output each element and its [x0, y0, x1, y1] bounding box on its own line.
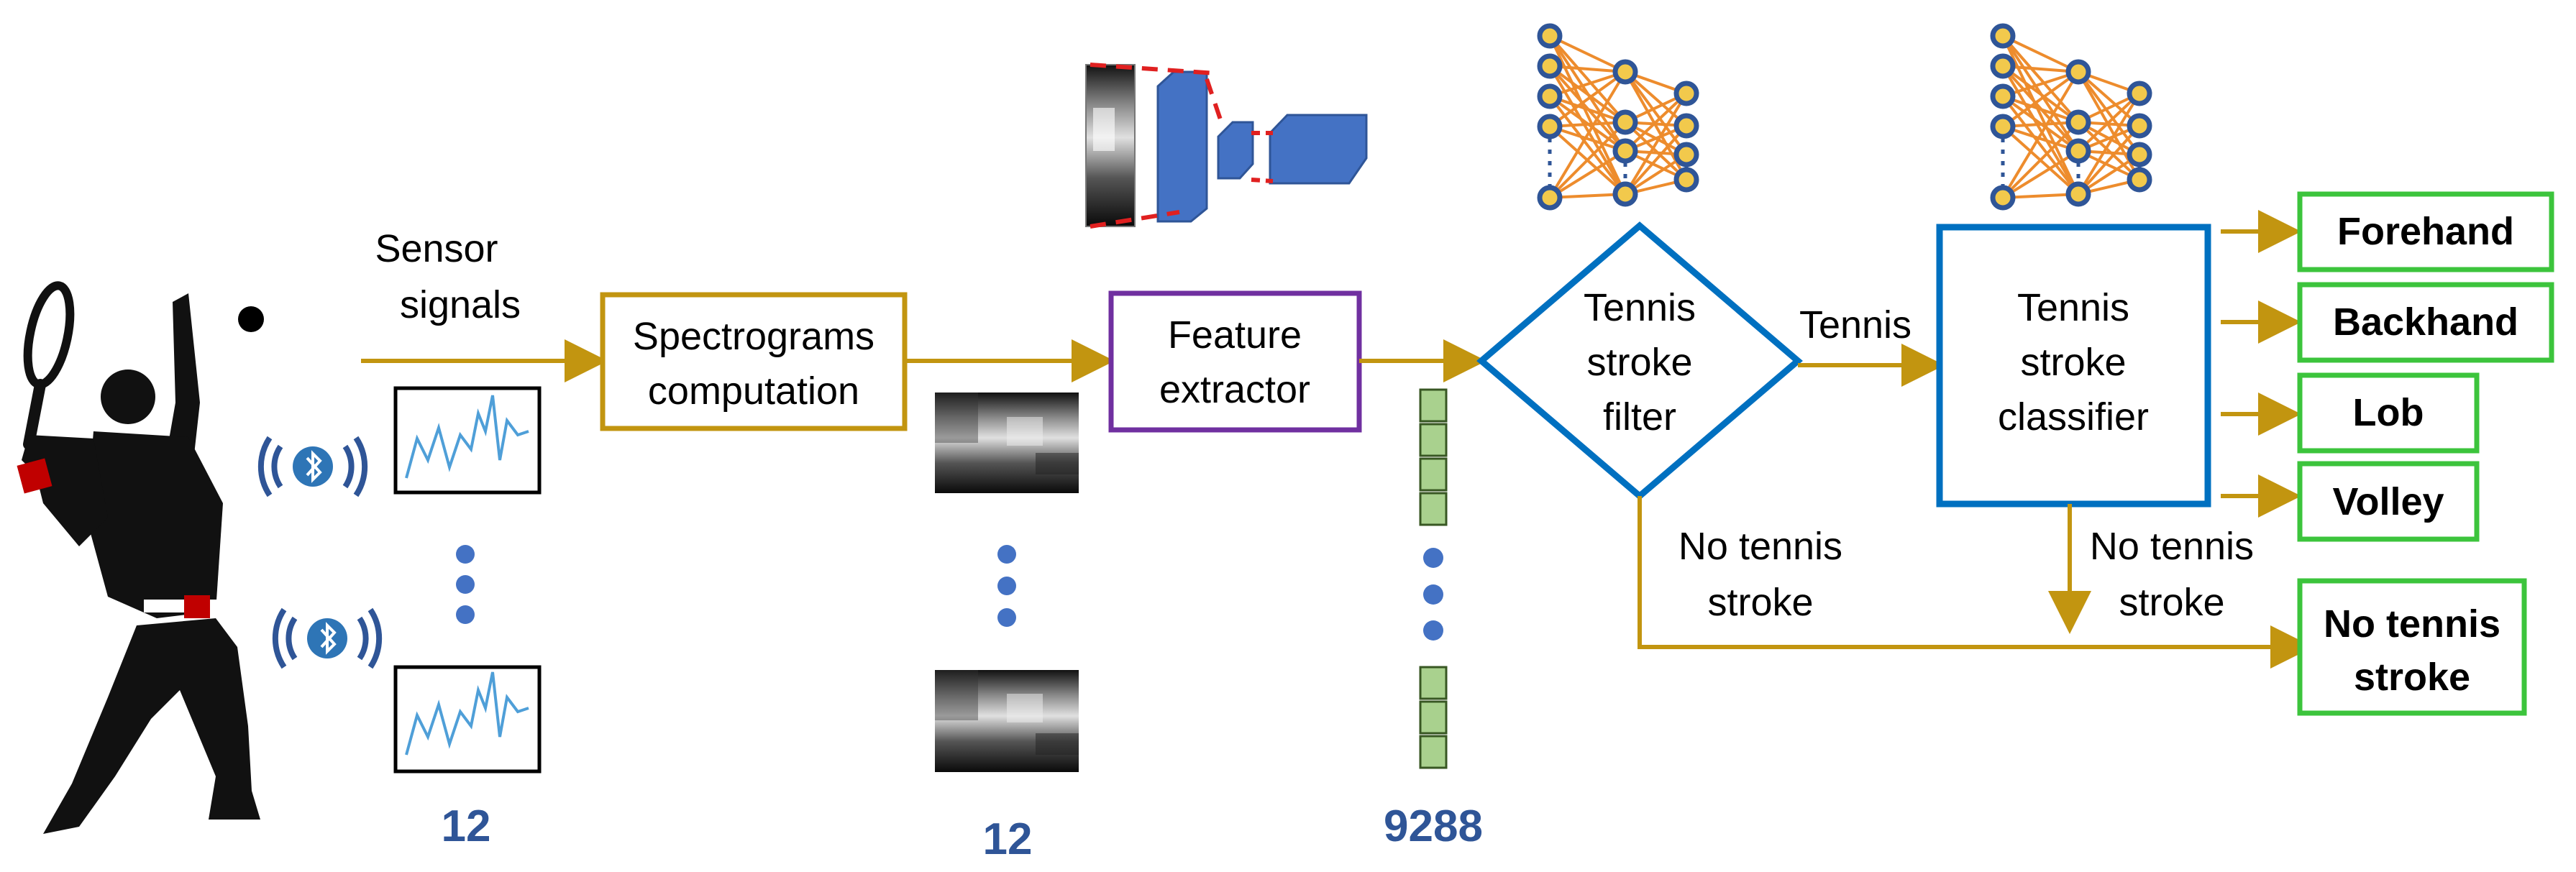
output-no-stroke-label: stroke — [2354, 656, 2470, 699]
ellipsis-dot — [997, 608, 1016, 627]
spectrograms-label: Spectrograms — [633, 315, 874, 358]
no-stroke-label: stroke — [2119, 581, 2224, 624]
feature-extractor-label: Feature — [1168, 313, 1302, 357]
ellipsis-dot — [456, 605, 475, 624]
spectrograms-label: computation — [648, 370, 859, 413]
output-volley-box — [2297, 461, 2480, 542]
ellipsis-dot — [1423, 620, 1443, 641]
output-backhand-box — [2297, 282, 2554, 363]
output-forehand-label: Forehand — [2337, 210, 2514, 253]
ellipsis-dot — [456, 575, 475, 594]
filter-label: stroke — [1586, 341, 1692, 384]
output-lob-label: Lob — [2353, 391, 2424, 434]
filter-label: Tennis — [1584, 286, 1696, 329]
signal-plot — [393, 386, 542, 495]
tennis-stroke-classifier-box — [1936, 224, 2211, 508]
output-lob-box — [2297, 372, 2480, 454]
feature-extractor-box — [1108, 290, 1362, 433]
bluetooth-sensor-icon — [272, 607, 383, 669]
spectrograms-box — [600, 292, 908, 431]
ellipsis-dot — [1423, 548, 1443, 568]
output-no-stroke-label: No tennis — [2324, 602, 2500, 646]
no-stroke-label: No tennis — [1678, 525, 1842, 568]
classifier-label: classifier — [1998, 395, 2149, 439]
tennis-edge-label: Tennis — [1799, 303, 1912, 346]
waist-sensor — [184, 595, 210, 618]
bluetooth-sensor-icon — [257, 436, 368, 497]
ellipsis-dot — [456, 545, 475, 564]
output-no-stroke-box — [2297, 578, 2527, 716]
flow-arrow — [1638, 496, 2314, 669]
signal-plot — [393, 665, 542, 774]
classifier-label: Tennis — [2017, 286, 2129, 329]
spectrogram-image — [935, 393, 1079, 493]
sensor-count: 12 — [442, 802, 491, 851]
tennis-ball-icon — [238, 306, 264, 332]
ellipsis-dot — [1423, 584, 1443, 605]
ellipsis-dot — [997, 545, 1016, 564]
feature-count: 9288 — [1384, 802, 1483, 851]
classifier-label: stroke — [2020, 341, 2126, 384]
sensor-signals-label: Sensor — [375, 227, 498, 270]
output-volley-label: Volley — [2332, 480, 2444, 523]
cnn-icon — [1085, 63, 1368, 229]
neural-network-icon — [1537, 23, 1699, 211]
output-backhand-label: Backhand — [2333, 300, 2518, 344]
output-forehand-box — [2297, 191, 2554, 272]
ellipsis-dot — [997, 577, 1016, 595]
filter-label: filter — [1603, 395, 1676, 439]
no-stroke-label: No tennis — [2090, 525, 2254, 568]
spectrogram-count: 12 — [983, 814, 1033, 864]
sensor-signals-label: signals — [400, 283, 521, 326]
neural-network-icon — [1990, 23, 2152, 211]
spectrogram-image — [935, 670, 1079, 772]
tennis-player-icon — [17, 281, 264, 834]
feature-extractor-label: extractor — [1159, 368, 1310, 411]
feature-vector — [1419, 388, 1448, 769]
no-stroke-label: stroke — [1707, 581, 1813, 624]
